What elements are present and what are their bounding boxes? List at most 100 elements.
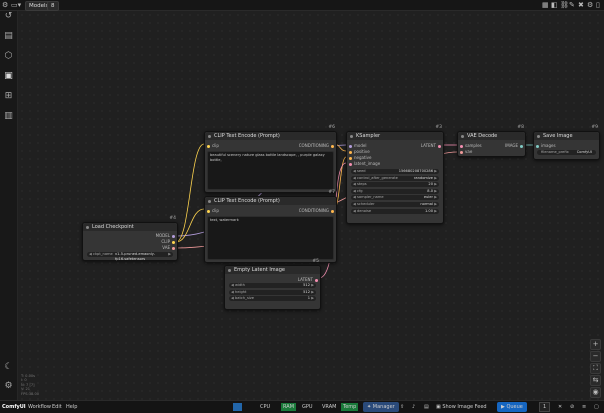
grid-icon[interactable]: ▦ (542, 1, 549, 9)
pin-icon[interactable] (438, 144, 441, 148)
node-clip-text-encode-positive[interactable]: #6 CLIP Text Encode (Prompt) clip CONDIT… (204, 125, 337, 193)
arrow-left-icon[interactable]: ◀ (231, 289, 234, 294)
node-header[interactable]: KSampler (347, 132, 443, 140)
prompt-textarea[interactable]: beautiful scenery nature glass bottle la… (207, 151, 334, 190)
link-icon[interactable]: ⛓ (560, 1, 569, 9)
collapse-dot-icon[interactable] (350, 135, 353, 138)
arrow-left-icon[interactable]: ◀ (353, 195, 356, 200)
share-icon[interactable]: ⇪ (400, 404, 405, 410)
pin-icon[interactable] (315, 278, 318, 282)
prompt-textarea[interactable]: text, watermark (207, 216, 334, 260)
collapse-dot-icon[interactable] (208, 200, 211, 203)
pin-icon[interactable] (460, 150, 463, 154)
expand-icon[interactable]: ▢ (594, 404, 599, 410)
arrow-left-icon[interactable]: ◀ (353, 169, 356, 173)
arrow-right-icon[interactable]: ▶ (434, 202, 437, 206)
pin-icon[interactable] (349, 162, 352, 166)
output-image[interactable]: IMAGE (505, 143, 525, 148)
node-ksampler[interactable]: #3 KSampler model positive negative late… (346, 125, 444, 224)
input-vae[interactable]: vae (458, 149, 472, 154)
pin-icon[interactable] (331, 209, 334, 213)
output-clip[interactable]: CLIP (161, 239, 177, 244)
output-vae[interactable]: VAE (162, 245, 177, 250)
pin-icon[interactable] (331, 144, 334, 148)
bell-icon[interactable]: ♪ (412, 404, 416, 410)
output-latent[interactable]: LATENT (421, 143, 443, 148)
show-image-feed-toggle[interactable]: ▣ Show Image Feed (436, 401, 487, 413)
pin-icon[interactable] (172, 234, 175, 238)
node-header[interactable]: CLIP Text Encode (Prompt) (205, 132, 336, 140)
tab-number[interactable]: 8 (47, 1, 59, 11)
arrow-left-icon[interactable]: ◀ (89, 252, 92, 256)
input-model[interactable]: model (347, 143, 366, 148)
zoom-out-button[interactable]: − (590, 351, 601, 362)
input-positive[interactable]: positive (347, 149, 370, 154)
menu-workflow[interactable]: Workflow (28, 404, 51, 410)
zoom-in-button[interactable]: + (590, 339, 601, 350)
pin-icon[interactable] (172, 240, 175, 244)
gear-icon[interactable]: ⚙ (4, 381, 13, 391)
panel-icon[interactable]: ▯ (596, 1, 600, 9)
input-clip[interactable]: clip (205, 143, 219, 148)
queue-count-input[interactable]: 1 (539, 402, 551, 412)
menu-edit[interactable]: Edit (52, 404, 62, 410)
collapse-dot-icon[interactable] (86, 226, 89, 229)
collapse-dot-icon[interactable] (537, 135, 540, 138)
trash-icon[interactable]: ✖ (578, 1, 584, 9)
node-header[interactable]: Empty Latent Image (225, 266, 320, 274)
arrow-right-icon[interactable]: ▶ (311, 296, 314, 301)
arrow-right-icon[interactable]: ▶ (434, 188, 437, 193)
manager-button[interactable]: ✦ Manager (363, 402, 399, 412)
history-icon[interactable]: ↺ (4, 11, 13, 21)
collapse-dot-icon[interactable] (228, 269, 231, 272)
console-icon[interactable]: ▤ (424, 404, 429, 410)
pin-icon[interactable] (536, 144, 539, 148)
lock-canvas-button[interactable]: ◉ (590, 387, 601, 398)
arrow-left-icon[interactable]: ◀ (353, 175, 356, 180)
moon-icon[interactable]: ☾ (4, 362, 13, 372)
arrow-left-icon[interactable]: ◀ (231, 296, 234, 301)
widget-ckpt-name[interactable]: ◀ ckpt_name v1-5-pruned-emaonly-fp16.saf… (87, 252, 173, 261)
node-load-checkpoint[interactable]: #4 Load Checkpoint MODEL CLIP VAE ◀ ckpt… (82, 216, 178, 261)
library-icon[interactable]: ▤ (4, 31, 13, 41)
arrow-right-icon[interactable]: ▶ (434, 195, 437, 200)
widget-filename-prefix[interactable]: filename_prefix ComfyUI (537, 150, 596, 155)
toggle-links-button[interactable]: ⇆ (590, 375, 601, 386)
output-latent[interactable]: LATENT (298, 277, 320, 282)
arrow-left-icon[interactable]: ◀ (353, 202, 356, 206)
arrow-left-icon[interactable]: ◀ (231, 283, 234, 287)
node-clip-text-encode-negative[interactable]: #7 CLIP Text Encode (Prompt) clip CONDIT… (204, 190, 337, 263)
collapse-dot-icon[interactable] (461, 135, 464, 138)
folder-icon[interactable]: ▭▾ (11, 1, 22, 9)
input-negative[interactable]: negative (347, 155, 372, 160)
comfy-logo-icon[interactable]: ⚙ (2, 1, 9, 9)
input-images[interactable]: images (534, 143, 556, 148)
arrow-right-icon[interactable]: ▶ (434, 169, 437, 173)
pin-icon[interactable] (172, 246, 175, 250)
pin-icon[interactable] (207, 209, 210, 213)
save-icon[interactable]: ◧ (551, 1, 558, 9)
arrow-left-icon[interactable]: ◀ (353, 208, 356, 213)
history-queue-icon[interactable]: ≡ (582, 404, 587, 410)
arrow-right-icon[interactable]: ▶ (311, 283, 314, 287)
collapse-dot-icon[interactable] (208, 135, 211, 138)
output-conditioning[interactable]: CONDITIONING (299, 143, 336, 148)
input-clip[interactable]: clip (205, 208, 219, 213)
arrow-right-icon[interactable]: ▶ (434, 182, 437, 187)
menu-help[interactable]: Help (66, 404, 78, 410)
input-samples[interactable]: samples (458, 143, 482, 148)
pin-icon[interactable] (349, 156, 352, 160)
input-latent-image[interactable]: latent_image (347, 161, 380, 166)
arrow-left-icon[interactable]: ◀ (353, 182, 356, 187)
clear-queue-icon[interactable]: ⊘ (570, 404, 575, 410)
queue-button[interactable]: ▶ Queue (497, 402, 527, 412)
node-save-image[interactable]: #9 Save Image images filename_prefix Com… (533, 125, 600, 160)
pin-icon[interactable] (207, 144, 210, 148)
